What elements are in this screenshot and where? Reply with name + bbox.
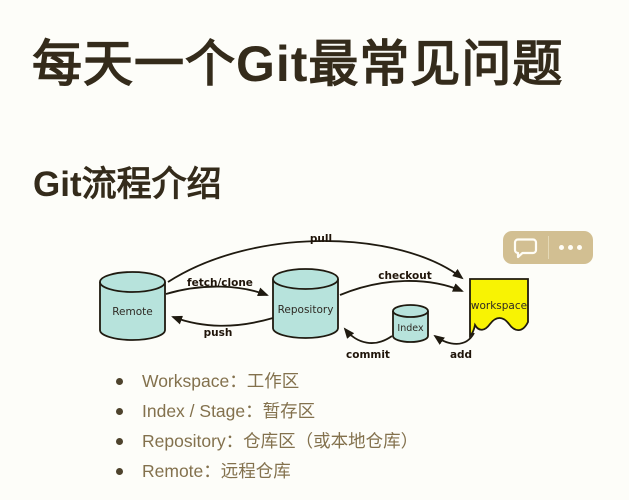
more-button[interactable] — [548, 231, 593, 264]
ellipsis-icon — [559, 245, 583, 250]
node-workspace: workspace — [469, 278, 529, 339]
section-heading: Git流程介绍 — [33, 165, 222, 204]
git-workflow-diagram: pull fetch/clone checkout push commit ad… — [99, 233, 529, 361]
floating-action-bar — [503, 231, 593, 264]
list-item-index-stage: Index / Stage：暂存区 — [108, 396, 418, 426]
edge-label-add: add — [450, 349, 472, 361]
action-bar-divider — [547, 236, 549, 259]
list-item-remote: Remote：远程仓库 — [108, 456, 418, 486]
node-index: Index — [392, 304, 429, 343]
node-repository-label: Repository — [278, 304, 334, 316]
list-item-repository: Repository：仓库区（或本地仓库） — [108, 426, 418, 456]
comment-bubble-icon — [513, 238, 537, 259]
node-index-label: Index — [397, 323, 424, 334]
edge-label-push: push — [204, 327, 233, 339]
edge-label-checkout: checkout — [378, 270, 431, 282]
node-repository: Repository — [272, 268, 339, 339]
page-title: 每天一个Git最常见问题 — [32, 36, 564, 92]
node-remote-label: Remote — [112, 306, 153, 318]
list-item-workspace: Workspace：工作区 — [108, 366, 418, 396]
node-workspace-label: workspace — [471, 300, 527, 312]
edge-add — [433, 332, 475, 345]
edge-label-commit: commit — [346, 349, 390, 361]
definition-list: Workspace：工作区 Index / Stage：暂存区 Reposito… — [108, 366, 418, 486]
edge-push — [171, 315, 274, 327]
edge-pull — [167, 240, 464, 283]
edge-commit — [343, 327, 393, 344]
diagram-edges — [165, 240, 475, 345]
edge-label-pull: pull — [310, 233, 332, 245]
edge-fetch-clone — [165, 285, 269, 296]
edge-label-fetch-clone: fetch/clone — [187, 277, 253, 289]
node-remote: Remote — [99, 271, 166, 341]
comment-button[interactable] — [503, 231, 548, 264]
edge-checkout — [339, 280, 464, 296]
